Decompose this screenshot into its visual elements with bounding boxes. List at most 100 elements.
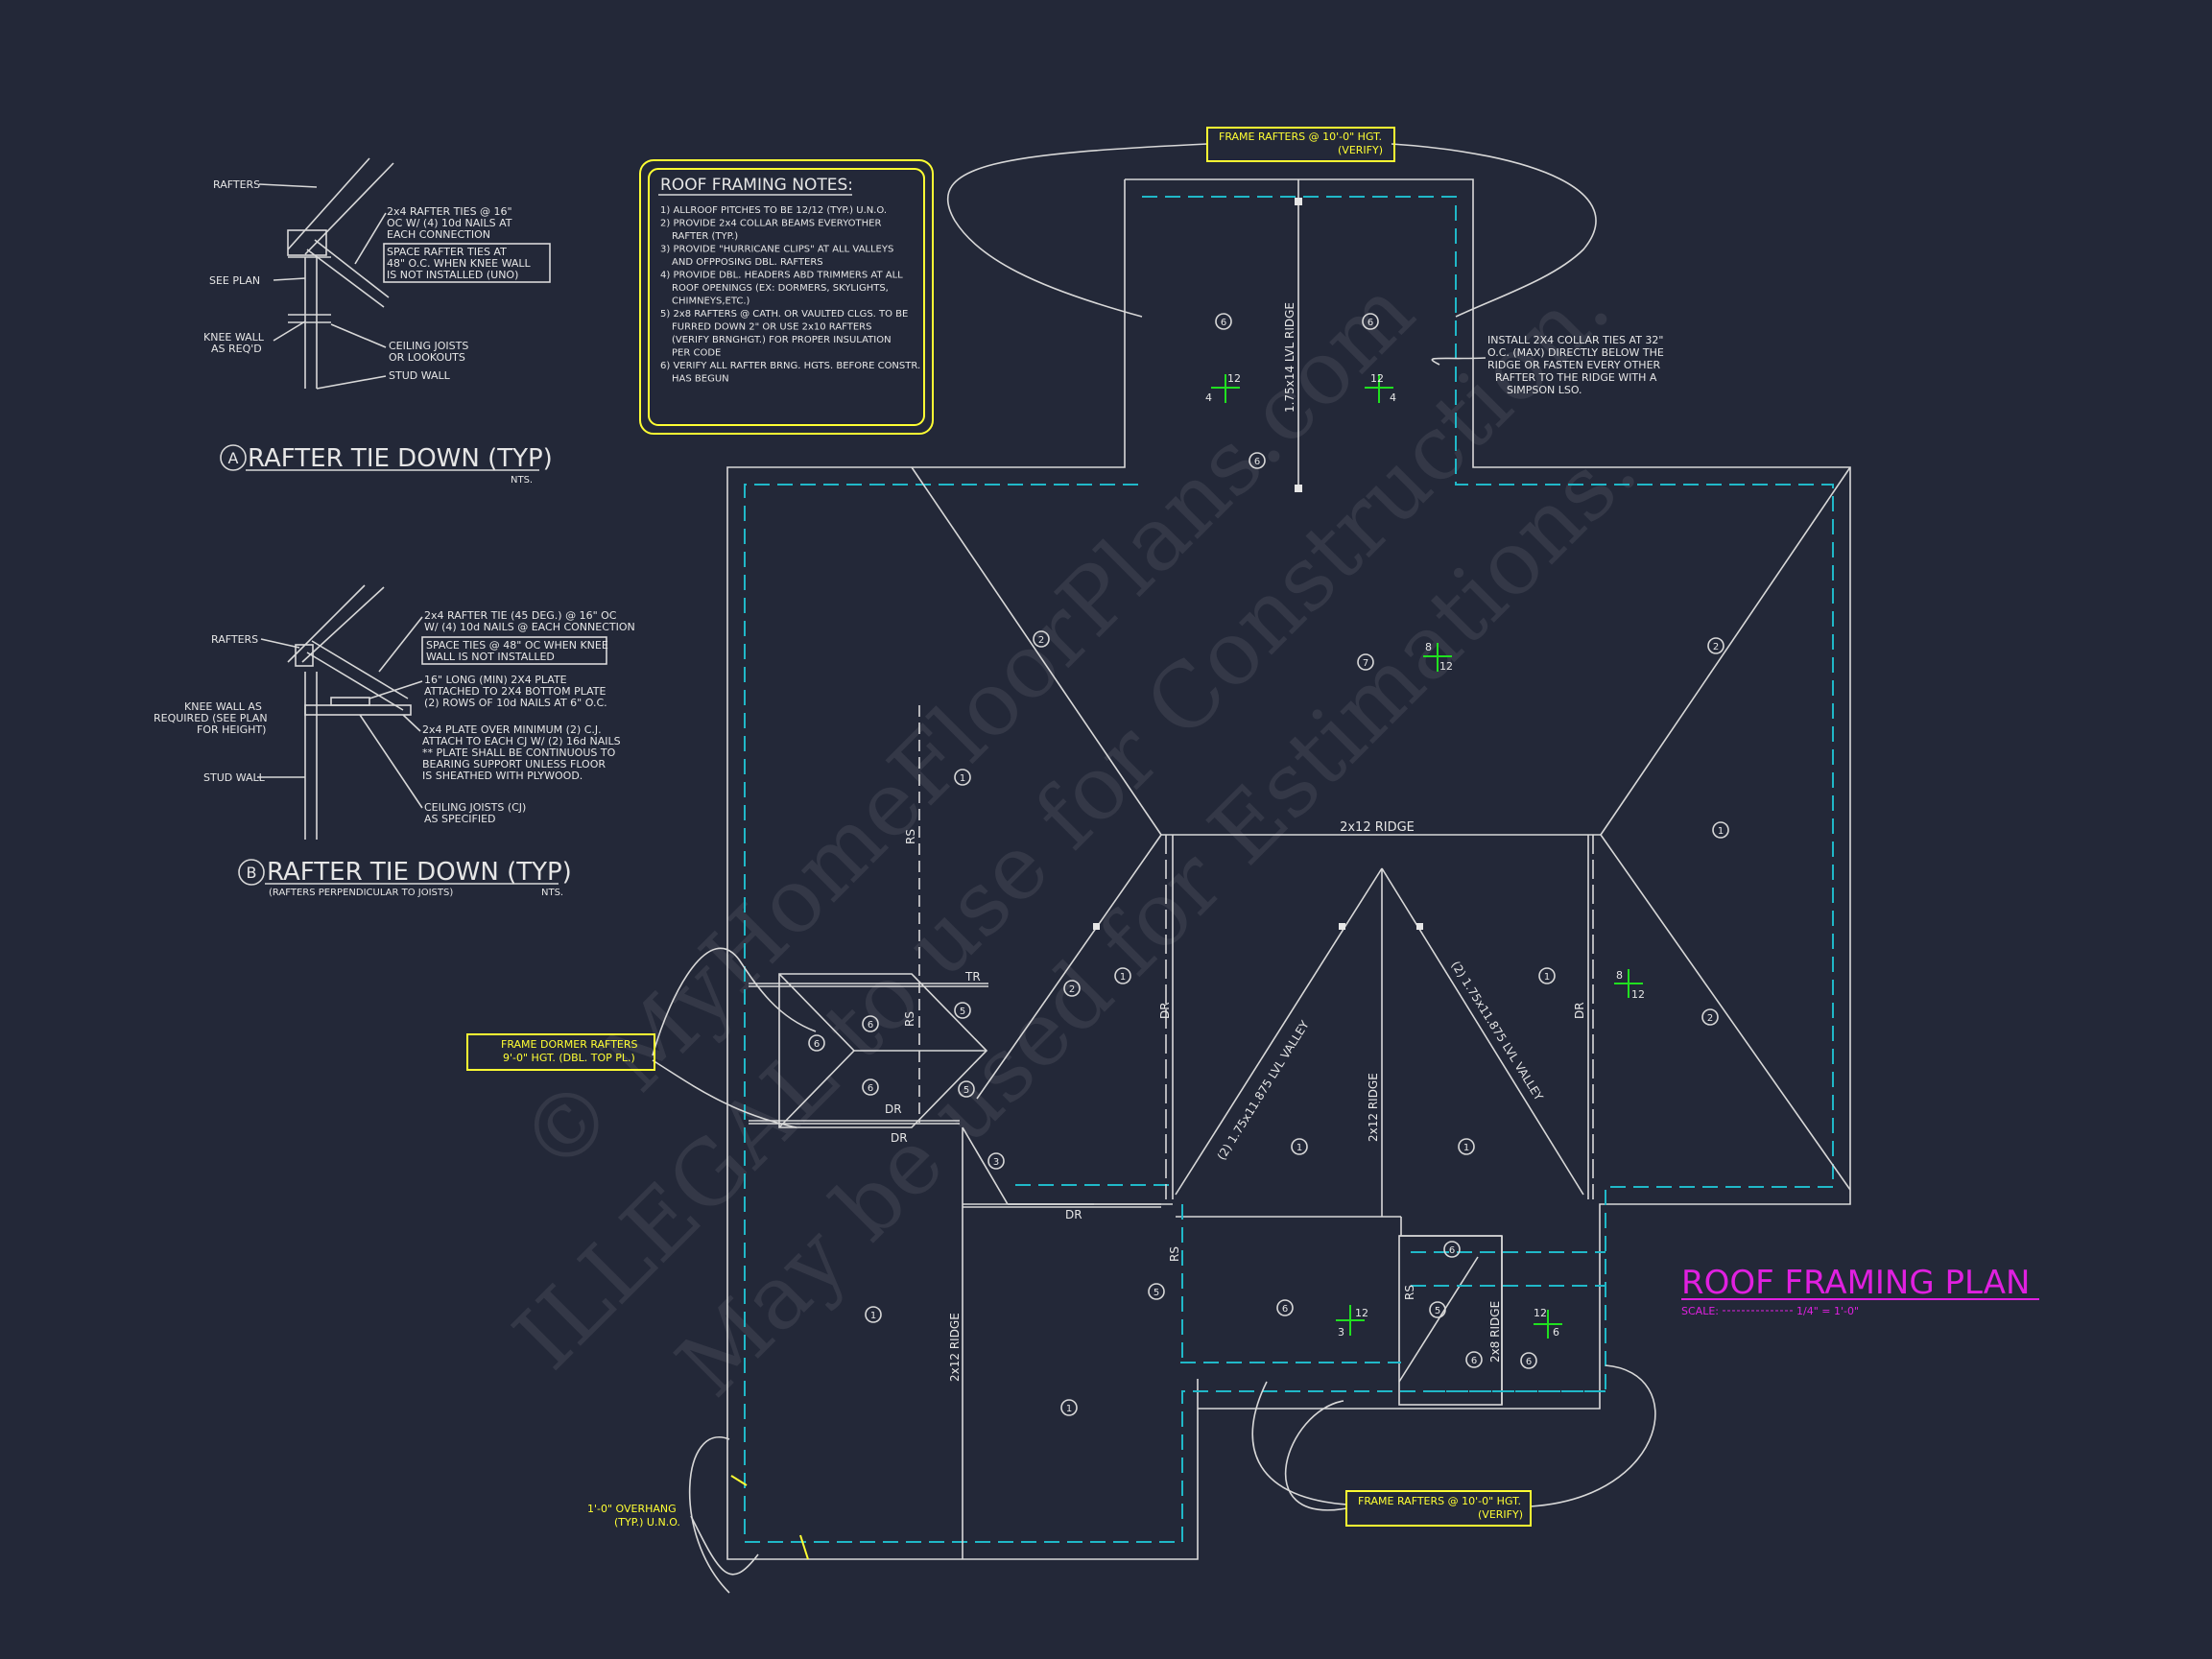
label-space-b-1: SPACE TIES @ 48" OC WHEN KNEE bbox=[426, 639, 608, 652]
label-rafters-a: RAFTERS bbox=[213, 178, 260, 191]
plan-title: ROOF FRAMING PLAN bbox=[1681, 1264, 2030, 1302]
callout-bottom-line-1: FRAME RAFTERS @ 10'-0" HGT. bbox=[1358, 1495, 1521, 1507]
detail-b-marker: B bbox=[247, 864, 257, 882]
center-ridge-label: 2x12 RIDGE bbox=[1367, 1073, 1380, 1142]
detail-a-marker-circle bbox=[220, 444, 247, 471]
notes-line: 2) PROVIDE 2x4 COLLAR BEAMS EVERYOTHER bbox=[660, 219, 881, 229]
rafter-tag: 6 bbox=[1465, 1351, 1483, 1368]
svg-text:1: 1 bbox=[1066, 1404, 1072, 1414]
notes-line: FURRED DOWN 2" OR USE 2x10 RAFTERS bbox=[672, 322, 871, 333]
label-stud-wall-b: STUD WALL bbox=[203, 771, 266, 784]
svg-text:6: 6 bbox=[814, 1039, 820, 1050]
notes-line: (VERIFY BRNGHGT.) FOR PROPER INSULATION bbox=[672, 335, 892, 345]
rafter-tag: 7 bbox=[1357, 653, 1374, 671]
pitch-run: 4 bbox=[1390, 391, 1396, 404]
label-cj-2: ATTACH TO EACH CJ W/ (2) 16d NAILS bbox=[422, 735, 621, 747]
notes-line: RAFTER (TYP.) bbox=[672, 231, 738, 242]
ridge-main-label: 2x12 RIDGE bbox=[1340, 820, 1415, 835]
svg-text:6: 6 bbox=[868, 1083, 873, 1094]
svg-text:6: 6 bbox=[1471, 1356, 1477, 1366]
plan-scale-label: SCALE: bbox=[1681, 1305, 1719, 1317]
label-see-plan: SEE PLAN bbox=[209, 274, 260, 287]
notes-line: 5) 2x8 RAFTERS @ CATH. OR VAULTED CLGS. … bbox=[660, 309, 908, 320]
notes-line: 6) VERIFY ALL RAFTER BRNG. HGTS. BEFORE … bbox=[660, 361, 920, 371]
detail-b: RAFTERS KNEE WALL AS REQUIRED (SEE PLAN … bbox=[154, 584, 635, 898]
label-rafter-ties-2: OC W/ (4) 10d NAILS AT bbox=[387, 217, 512, 229]
svg-text:2: 2 bbox=[1069, 984, 1075, 995]
pitch-symbol-2: 12 4 bbox=[1365, 372, 1396, 404]
label-space-1: SPACE RAFTER TIES AT bbox=[387, 246, 507, 258]
svg-text:2: 2 bbox=[1707, 1013, 1713, 1024]
detail-b-title: RAFTER TIE DOWN (TYP) bbox=[267, 858, 572, 887]
detail-a-title: RAFTER TIE DOWN (TYP) bbox=[248, 444, 553, 473]
notes-title: ROOF FRAMING NOTES: bbox=[660, 176, 853, 195]
label-knee-wall-1: KNEE WALL bbox=[203, 331, 265, 344]
rafter-tag: 6 bbox=[862, 1078, 879, 1096]
collar-line-2: O.C. (MAX) DIRECTLY BELOW THE bbox=[1487, 346, 1664, 359]
label-rafter-ties-3: EACH CONNECTION bbox=[387, 228, 490, 241]
collar-line-3: RIDGE OR FASTEN EVERY OTHER bbox=[1487, 359, 1661, 371]
rafter-tag: 1 bbox=[1060, 1399, 1078, 1416]
ridge-block bbox=[287, 229, 327, 256]
detail-b-scale: NTS. bbox=[541, 888, 563, 898]
overhang-line-2: (TYP.) U.N.O. bbox=[614, 1516, 680, 1529]
rafter-tag: 1 bbox=[954, 769, 971, 786]
callout-top-line-1: FRAME RAFTERS @ 10'-0" HGT. bbox=[1219, 130, 1382, 143]
callout-overhang: 1'-0" OVERHANG (TYP.) U.N.O. bbox=[587, 1475, 809, 1560]
callout-collar-ties: INSTALL 2X4 COLLAR TIES AT 32" O.C. (MAX… bbox=[1487, 334, 1664, 396]
notes-line: 3) PROVIDE "HURRICANE CLIPS" AT ALL VALL… bbox=[660, 245, 893, 255]
svg-text:1: 1 bbox=[1296, 1143, 1302, 1153]
callout-dormer: FRAME DORMER RAFTERS 9'-0" HGT. (DBL. TO… bbox=[466, 1033, 655, 1071]
pitch-symbol-4: 8 12 bbox=[1614, 969, 1645, 1001]
label-knee-b-3: FOR HEIGHT) bbox=[197, 723, 266, 736]
plan-scale-value: 1/4" = 1'-0" bbox=[1796, 1305, 1859, 1317]
rafter-tag: 1 bbox=[1538, 967, 1556, 984]
label-plate-3: (2) ROWS OF 10d NAILS AT 6" O.C. bbox=[424, 697, 607, 709]
svg-text:6: 6 bbox=[1368, 318, 1373, 328]
svg-text:2: 2 bbox=[1038, 635, 1044, 646]
rafter-tag: 2 bbox=[1063, 980, 1081, 997]
pitch-rise: 8 bbox=[1425, 641, 1432, 653]
rafter-tag: 1 bbox=[865, 1306, 882, 1323]
detail-b-subtitle: (RAFTERS PERPENDICULAR TO JOISTS) bbox=[269, 888, 453, 898]
dr-label-1: DR bbox=[885, 1102, 902, 1116]
svg-text:5: 5 bbox=[963, 1085, 969, 1096]
svg-text:6: 6 bbox=[1449, 1245, 1455, 1256]
detail-a-scale: NTS. bbox=[511, 475, 533, 486]
pitch-rise: 8 bbox=[1616, 969, 1623, 982]
overhang-line-1: 1'-0" OVERHANG bbox=[587, 1503, 677, 1515]
tr-label: TR bbox=[964, 970, 981, 984]
rafter-tag: 1 bbox=[1291, 1138, 1308, 1155]
notes-line: 4) PROVIDE DBL. HEADERS ABD TRIMMERS AT … bbox=[660, 271, 903, 281]
space-note-box-a bbox=[383, 243, 551, 283]
callout-top-line-2: (VERIFY) bbox=[1338, 144, 1383, 156]
label-tie-1: 2x4 RAFTER TIE (45 DEG.) @ 16" OC bbox=[424, 609, 617, 622]
label-space-b-2: WALL IS NOT INSTALLED bbox=[426, 651, 555, 663]
plan-title-block: ROOF FRAMING PLAN SCALE: 1/4" = 1'-0" bbox=[1681, 1264, 2039, 1317]
rafter-tag: 3 bbox=[987, 1152, 1005, 1170]
label-rafters-b: RAFTERS bbox=[211, 633, 258, 646]
svg-text:6: 6 bbox=[1254, 457, 1260, 467]
pitch-rise: 12 bbox=[1355, 1307, 1368, 1319]
notes-line: PER CODE bbox=[672, 348, 721, 359]
pitch-symbol-6: 12 6 bbox=[1534, 1307, 1562, 1339]
collar-line-5: SIMPSON LSO. bbox=[1507, 384, 1582, 396]
svg-text:1: 1 bbox=[1463, 1143, 1469, 1153]
label-ceiling-b-2: AS SPECIFIED bbox=[424, 813, 496, 825]
rafter-tag: 6 bbox=[1362, 313, 1379, 330]
svg-text:1: 1 bbox=[1544, 972, 1550, 983]
notes-line: 1) ALLROOF PITCHES TO BE 12/12 (TYP.) U.… bbox=[660, 205, 887, 216]
pitch-rise: 12 bbox=[1227, 372, 1241, 385]
rs-label-4: RS bbox=[1403, 1285, 1416, 1300]
dr-label-4: DR bbox=[1158, 1002, 1172, 1019]
rafter-tag: 5 bbox=[1429, 1301, 1446, 1318]
label-cj-1: 2x4 PLATE OVER MINIMUM (2) C.J. bbox=[422, 723, 602, 736]
label-knee-wall-2: AS REQ'D bbox=[211, 343, 262, 355]
collar-line-1: INSTALL 2X4 COLLAR TIES AT 32" bbox=[1487, 334, 1663, 346]
dormer-outline bbox=[778, 973, 988, 1128]
rafter-tag: 5 bbox=[954, 1002, 971, 1019]
pitch-rise: 12 bbox=[1370, 372, 1384, 385]
label-cj-4: BEARING SUPPORT UNLESS FLOOR bbox=[422, 758, 606, 770]
label-space-2: 48" O.C. WHEN KNEE WALL bbox=[387, 257, 532, 270]
